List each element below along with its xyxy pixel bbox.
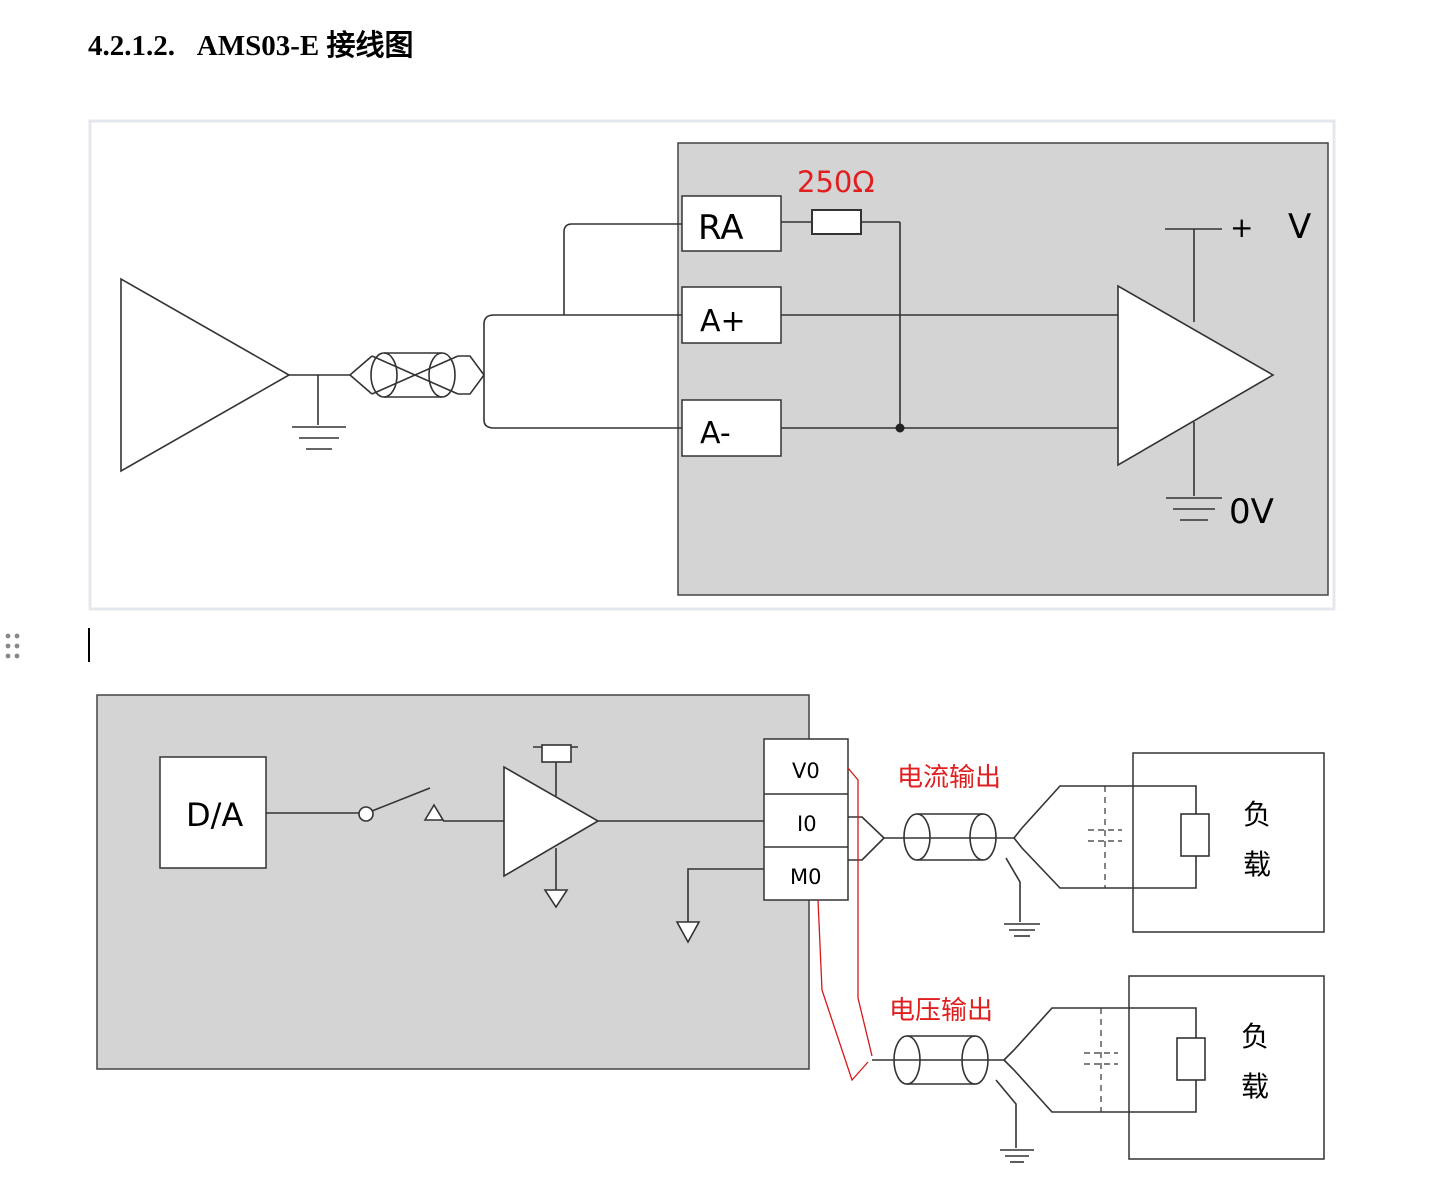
voltage-jumper-wire (847, 767, 873, 1057)
terminal-m0-label: M0 (790, 865, 821, 889)
capacitor-icon (1084, 1008, 1118, 1112)
load-label-line1: 负 (1243, 798, 1271, 831)
resistor-icon (1176, 1037, 1206, 1081)
supply-plus-label: + (1230, 211, 1253, 244)
supply-v-label: V (1288, 207, 1311, 247)
output-wiring-diagram: D/A V0 I0 M0 (96, 694, 1325, 1163)
resistor-icon (541, 744, 572, 763)
resistor-icon (1180, 813, 1210, 857)
resistor-icon (781, 209, 901, 428)
terminal-a-plus: A+ (681, 286, 782, 344)
terminal-a-minus-label: A- (700, 416, 731, 451)
section-heading: 4.2.1.2. AMS03-E 接线图 (88, 22, 413, 64)
load-label-line1: 负 (1241, 1020, 1269, 1053)
terminal-ra: RA (681, 195, 782, 252)
ground-icon (292, 426, 346, 450)
output-amplifier (503, 765, 600, 878)
section-title: AMS03-E 接线图 (196, 30, 414, 62)
capacitor-icon (1088, 786, 1122, 888)
input-wiring-diagram: RA A+ A- 250Ω + V (88, 119, 1336, 611)
switch-icon (266, 787, 504, 822)
load-box-current: 负 载 (1132, 752, 1325, 933)
shielded-cable-icon (884, 813, 1014, 861)
terminal-ra-label: RA (698, 208, 744, 248)
shielded-cable-icon (872, 1035, 1004, 1085)
output-terminal-strip: V0 I0 M0 (763, 738, 849, 901)
terminal-a-plus-label: A+ (700, 304, 746, 339)
drag-handle-icon[interactable] (5, 633, 20, 659)
shielded-cable-icon (318, 352, 485, 398)
load-label-line2: 载 (1241, 1070, 1269, 1103)
ground-arrow-icon (543, 889, 569, 909)
ground-icon (1166, 497, 1222, 521)
section-number: 4.2.1.2. (88, 30, 175, 62)
terminal-i0-label: I0 (797, 812, 817, 836)
resistor-value-label: 250Ω (797, 165, 875, 199)
ground-icon (1004, 923, 1040, 937)
terminal-a-minus: A- (681, 399, 782, 457)
output-module-area (96, 694, 810, 1070)
load-label-line2: 载 (1243, 848, 1271, 881)
current-output-label: 电流输出 (897, 763, 1001, 793)
load-box-voltage: 负 载 (1128, 975, 1325, 1160)
da-converter-box: D/A (159, 756, 267, 869)
terminal-v0-label: V0 (792, 759, 820, 783)
ground-arrow-icon (675, 921, 701, 944)
junction-dot (895, 423, 905, 433)
da-converter-label: D/A (186, 796, 243, 834)
ground-jumper-wire (817, 899, 869, 1082)
input-amplifier (1117, 284, 1275, 467)
ground-icon (1000, 1149, 1034, 1163)
supply-zero-label: 0V (1229, 492, 1274, 532)
source-amplifier (120, 277, 291, 473)
voltage-output-label: 电压输出 (889, 996, 993, 1026)
